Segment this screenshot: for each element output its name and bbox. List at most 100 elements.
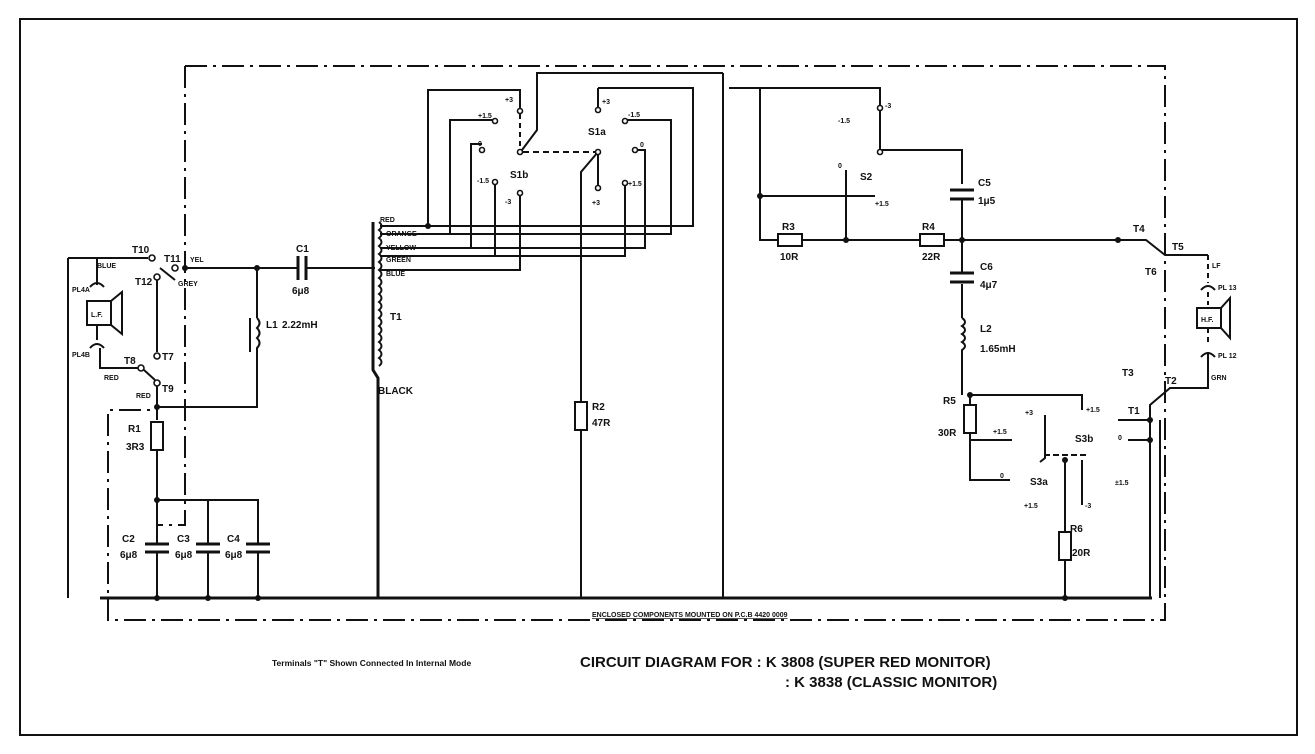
diagram-title: CIRCUIT DIAGRAM FOR : K 3808 (SUPER RED … <box>580 654 991 671</box>
c1-value: 6μ8 <box>292 286 310 297</box>
switch-position: +3 <box>592 200 600 207</box>
terminal-label: T2 <box>1165 376 1177 387</box>
r3-ref: R3 <box>782 222 795 233</box>
t1-ref: T1 <box>390 312 402 323</box>
switch-position: -3 <box>505 199 511 206</box>
terminal-label: T8 <box>124 356 136 367</box>
r3-value: 10R <box>780 252 799 263</box>
switch-position: 0 <box>478 141 482 148</box>
r6-ref: R6 <box>1070 524 1083 535</box>
tap-label: GREEN <box>386 257 411 264</box>
switch-position: 0 <box>1118 435 1122 442</box>
r3-r4-path <box>759 88 1118 241</box>
switch-position: +1.5 <box>875 201 889 208</box>
resistor-r5 <box>963 404 977 434</box>
terminal-label: T9 <box>162 384 174 395</box>
s3b-label: S3b <box>1075 434 1093 445</box>
wire-label: GRN <box>1211 375 1227 382</box>
switch-position: -3 <box>885 103 891 110</box>
wire-label: LF <box>1212 263 1221 270</box>
plug-label: PL4B <box>72 352 90 359</box>
hf-label: H.F. <box>1201 317 1214 324</box>
plug-label: PL 12 <box>1218 353 1237 360</box>
tap-label: ORANGE <box>386 231 417 238</box>
resistor-r4 <box>919 233 945 247</box>
terminal-links-left <box>137 254 179 420</box>
resistor-r1 <box>150 421 164 451</box>
pcb-note: ENCLOSED COMPONENTS MOUNTED ON P.C.B 442… <box>592 612 788 619</box>
r4-ref: R4 <box>922 222 935 233</box>
switch-position: +1.5 <box>993 429 1007 436</box>
plug-label: PL 13 <box>1218 285 1237 292</box>
hf-speaker: H.F. <box>1149 285 1231 598</box>
t4-t5-link <box>1118 239 1208 256</box>
r4-value: 22R <box>922 252 941 263</box>
capacitor-c6 <box>950 240 974 318</box>
tap-label: BLACK <box>378 386 414 397</box>
l2-ref: L2 <box>980 324 992 335</box>
switch-position: -3 <box>1085 503 1091 510</box>
tap-label: RED <box>380 217 395 224</box>
terminal-label: T12 <box>135 277 153 288</box>
wire-label-red: RED <box>104 375 119 382</box>
s2-label: S2 <box>860 172 873 183</box>
r6-value: 20R <box>1072 548 1091 559</box>
r1-value: 3R3 <box>126 442 145 453</box>
wire-label-grey: GREY <box>178 281 198 288</box>
capacitor-c1 <box>296 256 308 280</box>
terminal-label: T1 <box>1128 406 1140 417</box>
switch-position: ±1.5 <box>1115 480 1129 487</box>
resistor-r6 <box>1058 531 1072 561</box>
capacitor-c5 <box>950 188 974 240</box>
diagram-title-line2: : K 3838 (CLASSIC MONITOR) <box>785 674 997 691</box>
c3-ref: C3 <box>177 534 190 545</box>
inductor-l2 <box>960 317 966 395</box>
r5-ref: R5 <box>943 396 956 407</box>
lf-label: L.F. <box>91 312 103 319</box>
s1a-label: S1a <box>588 127 606 138</box>
c4-value: 6μ8 <box>225 550 243 561</box>
c6-value: 4μ7 <box>980 280 998 291</box>
switch-position: +3 <box>602 99 610 106</box>
terminal-label: T4 <box>1133 224 1145 235</box>
switch-position: +3 <box>1025 410 1033 417</box>
switch-position: 0 <box>838 163 842 170</box>
switch-s1 <box>427 72 723 400</box>
c5-ref: C5 <box>978 178 991 189</box>
l1-ref: L1 <box>266 320 278 331</box>
terminal-label: T5 <box>1172 242 1184 253</box>
r2-value: 47R <box>592 418 611 429</box>
terminal-label: T6 <box>1145 267 1157 278</box>
r5-value: 30R <box>938 428 957 439</box>
lf-speaker: L.F. <box>86 258 138 369</box>
s3a-label: S3a <box>1030 477 1048 488</box>
terminal-label: T7 <box>162 352 174 363</box>
resistor-r3 <box>777 233 803 247</box>
c2-ref: C2 <box>122 534 135 545</box>
terminal-label: T11 <box>164 254 181 265</box>
s1b-label: S1b <box>510 170 528 181</box>
r1-ref: R1 <box>128 424 141 435</box>
switch-position: -1.5 <box>838 118 850 125</box>
wire-label: YEL <box>190 257 204 264</box>
plug-label: PL4A <box>72 287 90 294</box>
c5-value: 1μ5 <box>978 196 996 207</box>
wire-label-red: RED <box>136 393 151 400</box>
terminals-note: Terminals "T" Shown Connected In Interna… <box>272 658 471 668</box>
wire-label-blue: BLUE <box>97 263 116 270</box>
capacitors-c2-c4 <box>145 542 270 554</box>
transformer-t1 <box>371 221 383 598</box>
terminal-label: T3 <box>1122 368 1134 379</box>
r2-ref: R2 <box>592 402 605 413</box>
s3-wiring <box>969 394 1083 481</box>
wire <box>1118 419 1161 598</box>
page-frame <box>19 18 1298 736</box>
switch-position: -1.5 <box>477 178 489 185</box>
c2-value: 6μ8 <box>120 550 138 561</box>
switch-position: +3 <box>505 97 513 104</box>
c3-value: 6μ8 <box>175 550 193 561</box>
switch-position: +1.5 <box>1086 407 1100 414</box>
pcb-enclosure <box>107 65 1166 621</box>
tap-label: BLUE <box>386 271 405 278</box>
switch-position: 0 <box>640 142 644 149</box>
